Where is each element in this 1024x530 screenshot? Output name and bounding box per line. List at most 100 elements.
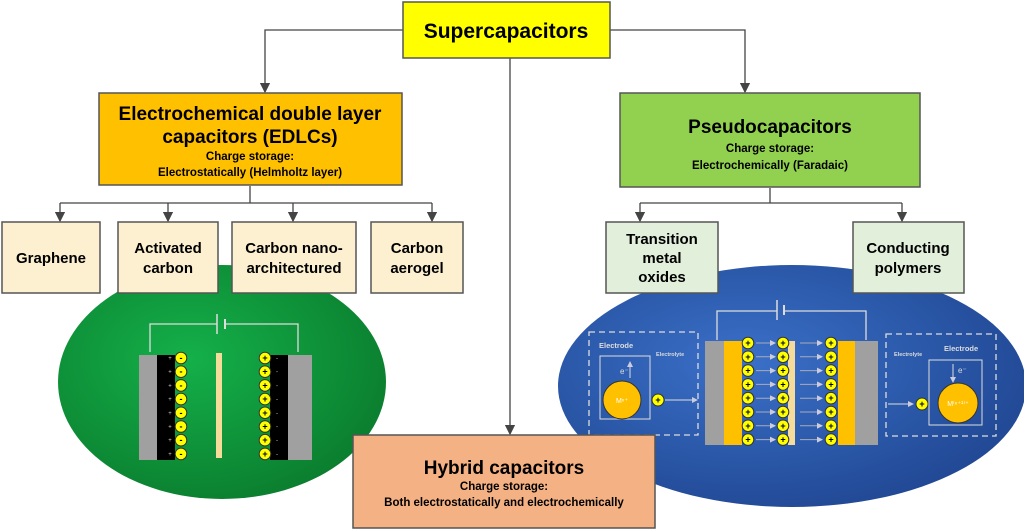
type-label: aerogel bbox=[390, 260, 443, 277]
anion-icon bbox=[174, 406, 188, 420]
charge-mark: + bbox=[168, 411, 172, 417]
ion-sign: - bbox=[180, 408, 183, 418]
edlc-box: Electrochemical double layer capacitors … bbox=[98, 92, 403, 186]
ion-sign: + bbox=[745, 407, 750, 417]
inset-label: Electrolyte bbox=[656, 352, 684, 358]
anion-icon bbox=[174, 379, 188, 392]
ion-sign: + bbox=[828, 393, 833, 403]
left-redox-inset bbox=[588, 331, 699, 436]
cation-icon bbox=[258, 379, 272, 392]
pseudo-type-transition-metal-oxides: Transition metal oxides bbox=[605, 221, 719, 294]
charge-mark: + bbox=[168, 425, 172, 431]
left-electrode bbox=[157, 355, 175, 460]
metal-ion-label: Mⁿ⁺ bbox=[616, 398, 628, 405]
cation-icon bbox=[258, 365, 272, 379]
supercapacitors-box: Supercapacitors bbox=[402, 1, 611, 59]
charge-mark: - bbox=[276, 425, 278, 431]
electron-label: e⁻ bbox=[958, 366, 967, 375]
cation-icon bbox=[824, 391, 838, 405]
type-label: oxides bbox=[638, 269, 686, 286]
ion-sign: - bbox=[180, 449, 183, 459]
right-electrode bbox=[270, 355, 288, 460]
cation-icon bbox=[776, 419, 790, 433]
cation-icon bbox=[776, 336, 790, 350]
right-redox-inset bbox=[885, 333, 997, 437]
ion-sign: + bbox=[780, 435, 785, 445]
edlc-title-line1: Electrochemical double layer bbox=[119, 104, 383, 125]
edlc-sub-line1: Charge storage: bbox=[206, 151, 294, 163]
anion-icon bbox=[174, 447, 188, 461]
pseudo-sub-line1: Charge storage: bbox=[726, 143, 814, 155]
ion-sign: - bbox=[180, 435, 183, 445]
ion-sign: - bbox=[180, 367, 183, 377]
svg-text:+: + bbox=[919, 399, 924, 409]
left-current-collector bbox=[139, 355, 157, 460]
cation-icon bbox=[258, 392, 272, 406]
ion-sign: + bbox=[828, 379, 833, 389]
inset-label: Electrolyte bbox=[894, 352, 922, 358]
ion-sign: + bbox=[780, 407, 785, 417]
ion-sign: + bbox=[745, 393, 750, 403]
ion-sign: + bbox=[828, 366, 833, 376]
charge-mark: + bbox=[168, 438, 172, 444]
inset-label: Electrode bbox=[599, 341, 633, 350]
ion-sign: + bbox=[828, 352, 833, 362]
type-label: carbon bbox=[143, 260, 193, 277]
ion-sign: + bbox=[262, 422, 267, 432]
type-label: Transition bbox=[626, 231, 698, 248]
cation-icon bbox=[741, 336, 755, 350]
hybrid-capacitors-box: Hybrid capacitors Charge storage: Both e… bbox=[352, 434, 656, 529]
cation-icon bbox=[258, 406, 272, 420]
ion-sign: + bbox=[262, 380, 267, 390]
type-label: Carbon bbox=[391, 240, 444, 257]
edlc-sub-line2: Electrostatically (Helmholtz layer) bbox=[158, 167, 342, 179]
cation-icon bbox=[824, 419, 838, 433]
type-label: polymers bbox=[875, 260, 942, 277]
cation-icon bbox=[824, 336, 838, 350]
circuit-wire bbox=[149, 323, 299, 352]
pseudo-type-conducting-polymers: Conducting polymers bbox=[852, 221, 965, 294]
anion-icon bbox=[174, 351, 188, 365]
charge-mark: - bbox=[276, 411, 278, 417]
ion-sign: + bbox=[745, 352, 750, 362]
cation-icon bbox=[776, 350, 790, 364]
svg-text:+: + bbox=[655, 395, 660, 405]
separator bbox=[216, 353, 222, 458]
right-current-collector bbox=[288, 355, 312, 460]
root-label: Supercapacitors bbox=[424, 20, 589, 43]
ion-sign: + bbox=[780, 379, 785, 389]
cation-icon bbox=[258, 351, 272, 365]
cation-icon bbox=[741, 405, 755, 419]
electron-label: e⁻ bbox=[620, 367, 629, 376]
pseudo-cell-illustration: ++++++++++++++++++++++++ Electrode Elect… bbox=[588, 300, 997, 446]
charge-mark: + bbox=[168, 356, 172, 362]
charge-mark: + bbox=[168, 370, 172, 376]
cation-icon bbox=[824, 350, 838, 364]
ion-sign: - bbox=[180, 353, 183, 363]
cation-icon bbox=[824, 364, 838, 377]
charge-mark: - bbox=[276, 370, 278, 376]
cation-icon bbox=[741, 433, 755, 446]
cation-icon bbox=[258, 433, 272, 447]
charge-mark: + bbox=[168, 452, 172, 458]
cation-icon bbox=[776, 378, 790, 391]
anion-icon bbox=[174, 365, 188, 379]
anion-icon bbox=[174, 392, 188, 406]
type-label: Activated bbox=[134, 240, 202, 257]
connectors bbox=[54, 29, 908, 436]
pseudocapacitors-box: Pseudocapacitors Charge storage: Electro… bbox=[619, 92, 921, 188]
cation-icon bbox=[741, 350, 755, 364]
cation-icon bbox=[824, 433, 838, 446]
ion-sign: + bbox=[745, 338, 750, 348]
charge-mark: - bbox=[276, 356, 278, 362]
cation-icon bbox=[776, 391, 790, 405]
ion-sign: + bbox=[780, 352, 785, 362]
type-label: Conducting bbox=[866, 240, 949, 257]
edlc-cell-illustration: -++--++--++--++--++--++--++--++- bbox=[139, 314, 312, 461]
charge-mark: - bbox=[276, 438, 278, 444]
pseudo-title: Pseudocapacitors bbox=[688, 117, 852, 138]
ion-sign: + bbox=[262, 435, 267, 445]
charge-mark: + bbox=[168, 397, 172, 403]
ion-sign: + bbox=[262, 367, 267, 377]
